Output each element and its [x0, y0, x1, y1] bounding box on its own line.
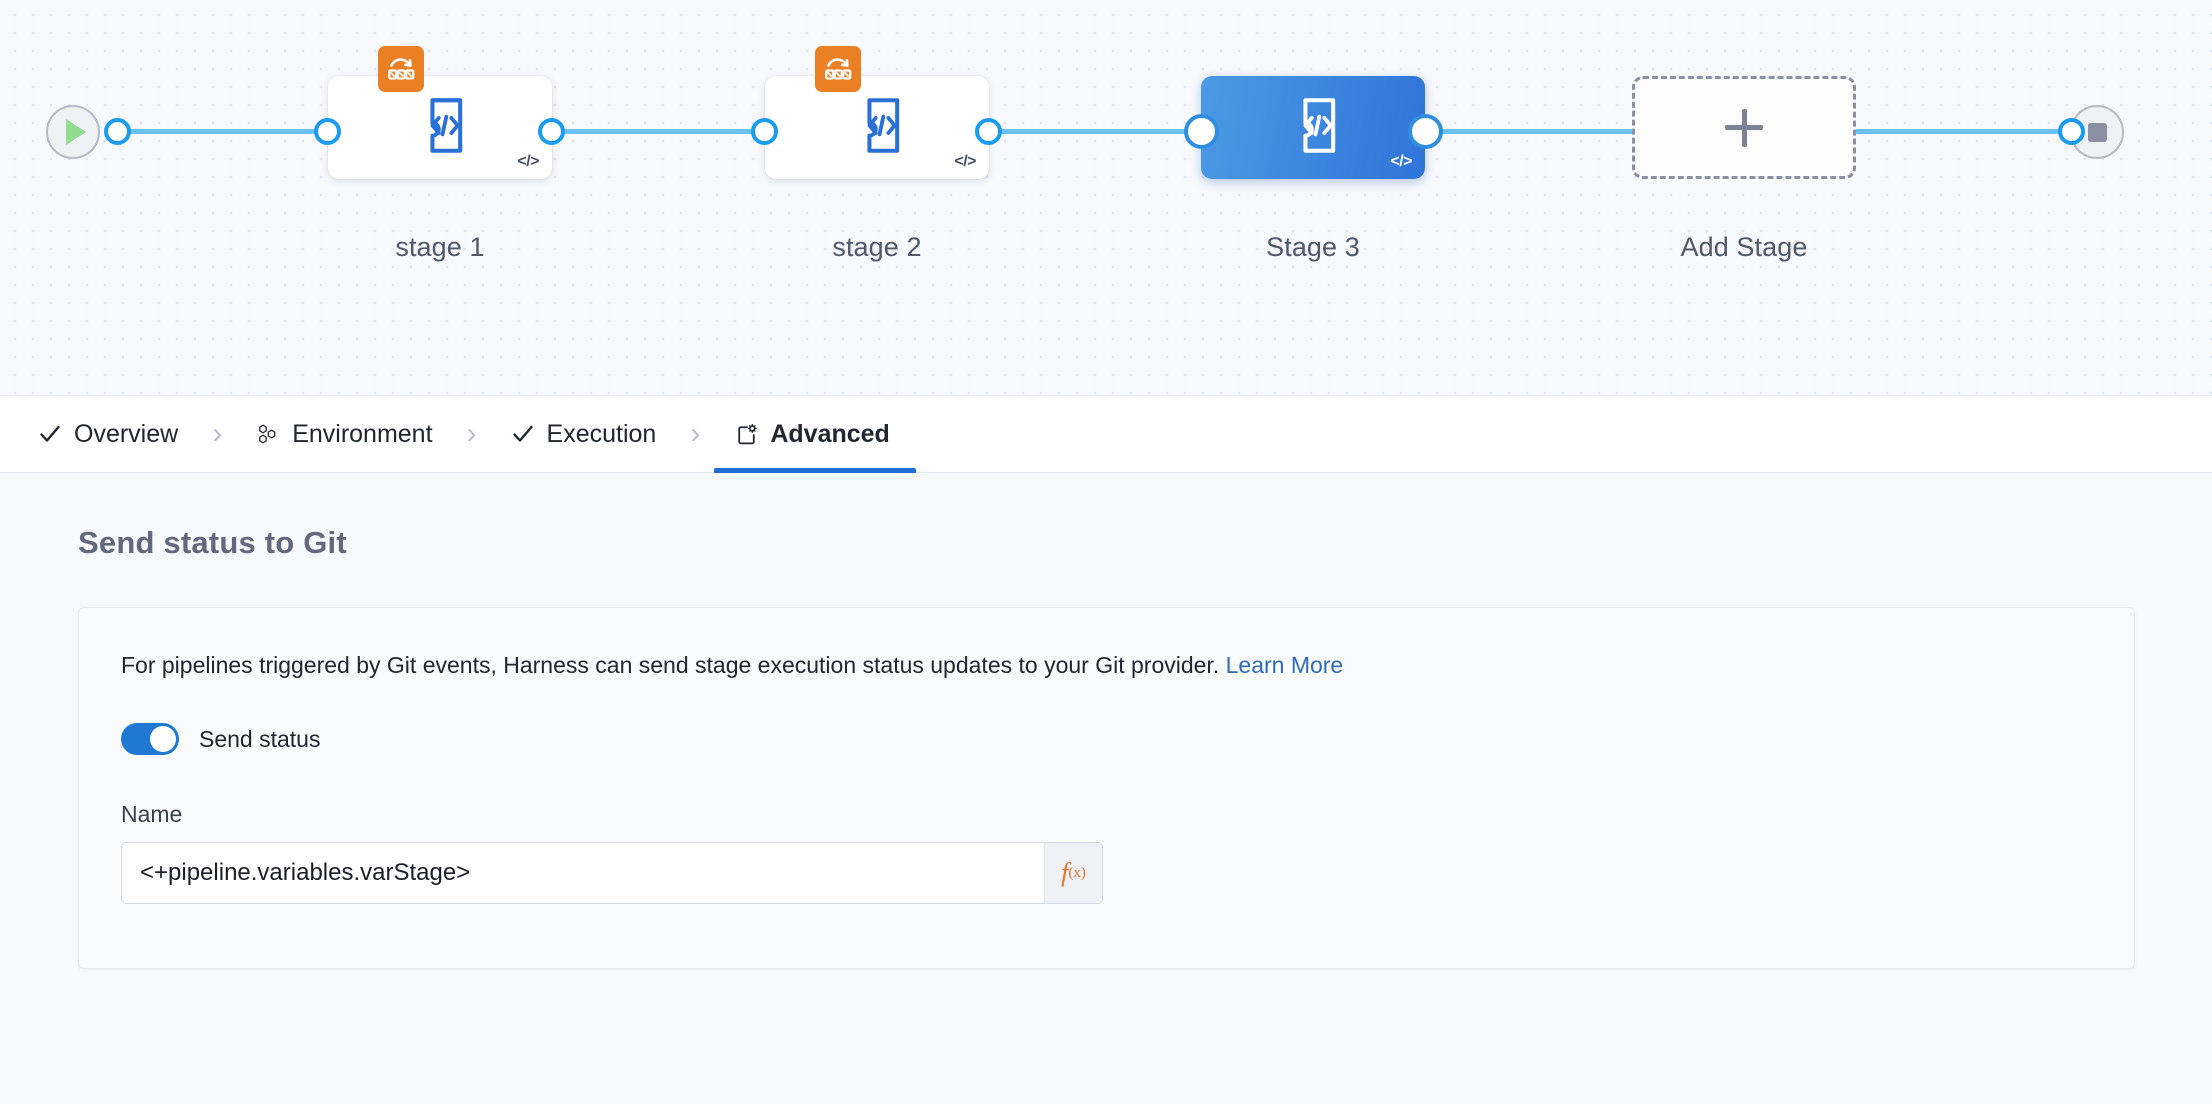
stage-1-input-port[interactable]: [314, 118, 341, 145]
start-node-port[interactable]: [104, 118, 131, 145]
send-status-to-git-card: For pipelines triggered by Git events, H…: [78, 607, 2135, 969]
connector-start-to-stage1: [118, 129, 328, 134]
tab-separator-1: ›: [212, 417, 223, 450]
add-stage-button[interactable]: [1632, 76, 1856, 179]
connector-stage1-to-stage2: [552, 129, 767, 134]
connector-addstage-to-end: [1855, 129, 2070, 134]
learn-more-link[interactable]: Learn More: [1225, 652, 1344, 678]
advanced-panel: Send status to Git For pipelines trigger…: [0, 473, 2212, 1104]
name-field-wrapper: f(x): [121, 842, 1103, 904]
send-status-toggle-row: Send status: [121, 723, 2134, 755]
stage-1-output-port[interactable]: [538, 118, 565, 145]
tab-advanced-label: Advanced: [770, 419, 890, 448]
play-icon: [66, 119, 86, 145]
stage-2-output-port[interactable]: [975, 118, 1002, 145]
tab-overview-label: Overview: [74, 419, 179, 448]
tab-overview[interactable]: Overview: [34, 396, 182, 473]
page-title: Send status to Git: [78, 525, 347, 560]
stage-code-glyph: </>: [517, 153, 539, 170]
custom-stage-icon: [412, 96, 468, 159]
document-gear-icon: [734, 422, 758, 446]
stop-icon: [2087, 122, 2107, 142]
stage-code-glyph: </>: [954, 153, 976, 170]
pipeline-canvas[interactable]: </> stage 1 </> stage 2: [0, 0, 2212, 396]
tab-execution[interactable]: Execution: [507, 396, 661, 473]
tab-advanced[interactable]: Advanced: [714, 396, 917, 473]
stage-card-stage-1[interactable]: </>: [328, 76, 552, 179]
toggle-knob: [150, 726, 176, 752]
stage-label-stage-1: stage 1: [395, 232, 485, 262]
stage-config-tabs: Overview › Environment › Execution ›: [0, 396, 2212, 473]
connector-stage2-to-stage3: [988, 129, 1203, 134]
matrix-looping-strategy-icon: [815, 46, 861, 92]
expression-fx-button[interactable]: f(x): [1044, 843, 1102, 903]
plus-icon: [1725, 108, 1763, 147]
description-sentence: For pipelines triggered by Git events, H…: [121, 652, 1220, 678]
start-node[interactable]: [46, 105, 100, 159]
send-status-toggle[interactable]: [121, 723, 179, 755]
stage-label-stage-3: Stage 3: [1266, 232, 1360, 262]
tab-execution-label: Execution: [546, 419, 657, 448]
stage-3-output-port[interactable]: [1412, 118, 1439, 145]
stage-card-stage-3[interactable]: </>: [1201, 76, 1425, 179]
check-icon: [511, 422, 535, 446]
name-field-label: Name: [121, 801, 183, 827]
tab-separator-2: ›: [466, 417, 477, 450]
tab-environment-label: Environment: [292, 419, 433, 448]
stage-3-input-port[interactable]: [1188, 118, 1215, 145]
send-status-toggle-label: Send status: [199, 725, 321, 752]
stage-card-stage-2[interactable]: </>: [765, 76, 989, 179]
tab-environment[interactable]: Environment: [252, 396, 436, 473]
name-input[interactable]: [122, 843, 1044, 903]
add-stage-label: Add Stage: [1680, 232, 1808, 262]
matrix-looping-strategy-icon: [378, 46, 424, 92]
stage-2-input-port[interactable]: [751, 118, 778, 145]
tab-separator-3: ›: [690, 417, 701, 450]
connector-stage3-to-addstage: [1424, 129, 1639, 134]
stage-label-stage-2: stage 2: [832, 232, 922, 262]
check-icon: [38, 422, 62, 446]
hexagons-icon: [256, 422, 280, 446]
custom-stage-icon: [1285, 96, 1341, 159]
description-text: For pipelines triggered by Git events, H…: [121, 652, 2134, 679]
stage-code-glyph: </>: [1390, 153, 1412, 170]
end-node-port[interactable]: [2058, 118, 2085, 145]
custom-stage-icon: [849, 96, 905, 159]
